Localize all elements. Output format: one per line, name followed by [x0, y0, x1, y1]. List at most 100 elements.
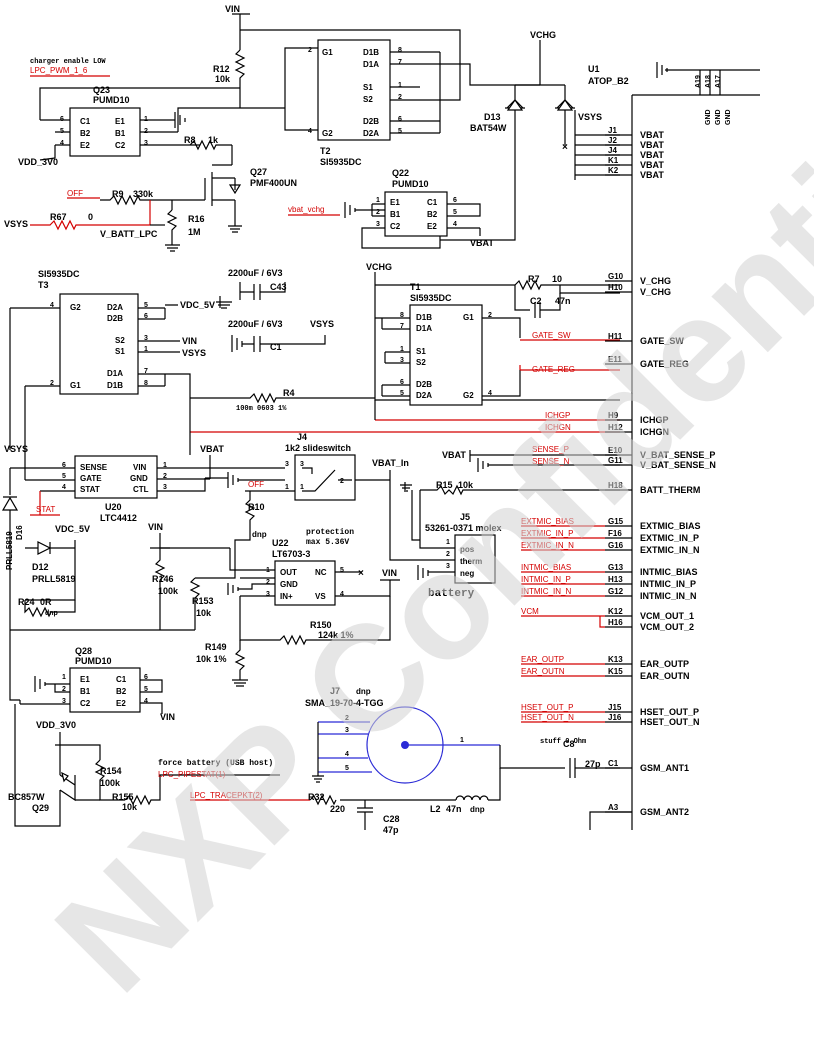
svg-text:S1: S1 [416, 347, 426, 356]
sense-p-net: SENSE_P [532, 445, 569, 454]
svg-text:D2B: D2B [363, 117, 379, 126]
u1-pin-name: BATT_THERM [640, 485, 700, 495]
r146-value: 100k [158, 586, 179, 596]
q27-ref: Q27 [250, 167, 267, 177]
svg-text:2: 2 [376, 209, 380, 216]
svg-text:D1A: D1A [363, 60, 379, 69]
v-batt-lpc-label: V_BATT_LPC [100, 229, 158, 239]
svg-text:3: 3 [300, 461, 304, 468]
svg-text:D2A: D2A [363, 129, 379, 138]
svg-text:8: 8 [398, 47, 402, 54]
svg-text:G2: G2 [463, 391, 474, 400]
ear-outn-net: EAR_OUTN [521, 667, 565, 676]
svg-text:4: 4 [488, 390, 492, 397]
svg-text:E1: E1 [80, 675, 90, 684]
force-battery-note: force battery (USB host) [158, 759, 273, 768]
svg-text:GND: GND [130, 474, 148, 483]
ear-outp-net: EAR_OUTP [521, 655, 564, 664]
l2-note: dnp [470, 805, 485, 814]
vdc5v-label: VDC_5V [180, 300, 215, 310]
off-label-1: OFF [67, 189, 83, 198]
r154-value: 100k [100, 778, 121, 788]
r150-value: 124k 1% [318, 630, 354, 640]
r15-ref: R15 [436, 480, 453, 490]
ichgn-net: ICHGN [545, 423, 571, 432]
vdd-3v0-q29-label: VDD_3V0 [36, 720, 76, 730]
sense-n-net: SENSE_N [532, 457, 570, 466]
u20-body [74, 455, 158, 499]
u1-pin-name: GSM_ANT1 [640, 763, 689, 773]
vchg-top-label: VCHG [530, 30, 556, 40]
r24-note: dnp [45, 610, 58, 617]
vbat-sense-label: VBAT [442, 450, 466, 460]
svg-text:CTL: CTL [133, 485, 149, 494]
svg-text:E1: E1 [115, 117, 125, 126]
charger-enable-note: charger enable LOW [30, 58, 106, 66]
svg-text:IN+: IN+ [280, 592, 293, 601]
u1-pin-name: ICHGP [640, 415, 669, 425]
svg-text:A19: A19 [695, 75, 702, 88]
svg-text:D2A: D2A [107, 303, 123, 312]
t2-ref: T2 [320, 146, 331, 156]
svg-text:OUT: OUT [280, 568, 297, 577]
u1-pin-name: GATE_REG [640, 359, 689, 369]
vdd-3v0-label: VDD_3V0 [18, 157, 58, 167]
u1-pin-number: K1 [608, 156, 619, 165]
svg-text:4: 4 [62, 484, 66, 491]
right-net-labels: EXTMIC_BIAS EXTMIC_IN_P EXTMIC_IN_N INTM… [521, 517, 605, 723]
j4-body [294, 454, 356, 501]
svg-text:2: 2 [163, 473, 167, 480]
svg-text:2: 2 [345, 715, 349, 722]
u1-pin-name: INTMIC_BIAS [640, 567, 698, 577]
u1-pin-number: J15 [608, 703, 622, 712]
u1-pin-name: VBAT [640, 170, 664, 180]
svg-text:1: 1 [446, 539, 450, 546]
svg-text:2: 2 [446, 551, 450, 558]
svg-text:S2: S2 [363, 95, 373, 104]
u1-pin-number: G11 [608, 456, 623, 465]
u1-pin-number: E10 [608, 446, 623, 455]
svg-text:1: 1 [62, 674, 66, 681]
u1-pin-name: GATE_SW [640, 336, 684, 346]
vin-top-label: VIN [225, 4, 240, 14]
svg-text:D1B: D1B [363, 48, 379, 57]
u1-pin-number: C1 [608, 759, 619, 768]
u1-pin-name: EXTMIC_IN_P [640, 533, 699, 543]
u1-pin-name: VBAT [640, 140, 664, 150]
c28-ref: C28 [383, 814, 400, 824]
t2-body [317, 39, 391, 141]
svg-text:B1: B1 [80, 687, 91, 696]
u1-pin-number: H11 [608, 332, 623, 341]
svg-text:4: 4 [50, 302, 54, 309]
svg-text:GATE: GATE [80, 474, 102, 483]
q22-ref: Q22 [392, 168, 409, 178]
svg-text:C2: C2 [115, 141, 126, 150]
r32-value: 220 [330, 804, 345, 814]
r150-ref: R150 [310, 620, 332, 630]
svg-text:6: 6 [62, 462, 66, 469]
j7-value: SMA_19-70-4-TGG [305, 698, 384, 708]
q27-value: PMF400UN [250, 178, 297, 188]
r9-ref: R9 [112, 189, 124, 199]
r10-ref: R10 [248, 502, 265, 512]
svg-text:3: 3 [266, 591, 270, 598]
q28-ref: Q28 [75, 646, 92, 656]
svg-text:4: 4 [144, 698, 148, 705]
protection-max: max 5.36V [306, 538, 349, 547]
r8-value: 1k [208, 135, 219, 145]
u1-pin-number: A3 [608, 803, 619, 812]
svg-text:5: 5 [340, 567, 344, 574]
svg-text:4: 4 [345, 751, 349, 758]
svg-text:4: 4 [308, 128, 312, 135]
lpc-pwm-net: LPC_PWM_1_6 [30, 66, 88, 75]
svg-text:5: 5 [345, 765, 349, 772]
q22-body [384, 191, 448, 237]
svg-text:B2: B2 [80, 129, 91, 138]
svg-text:5: 5 [400, 390, 404, 397]
svg-text:therm: therm [460, 557, 482, 566]
q28-body [69, 667, 141, 713]
